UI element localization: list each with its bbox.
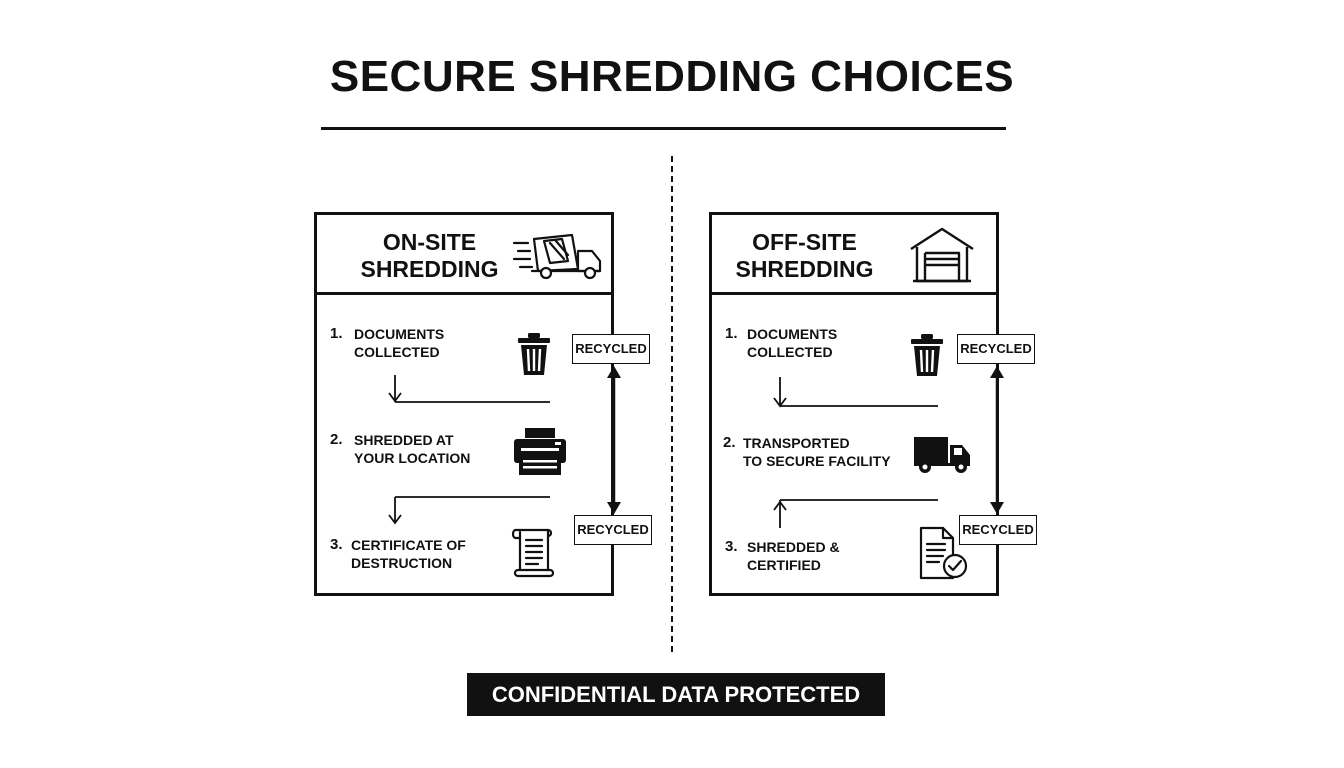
recycled-badge: RECYCLED	[959, 515, 1037, 545]
recycled-badge: RECYCLED	[574, 515, 652, 545]
onsite-panel-title: ON-SITE SHREDDING	[347, 229, 512, 283]
offsite-panel: OFF-SITE SHREDDING 1. DOCUMENTS COLLECTE…	[709, 212, 999, 596]
title-underline	[321, 127, 1006, 130]
shredding-truck-icon	[512, 231, 604, 281]
onsite-step-1-number: 1.	[330, 325, 343, 342]
offsite-panel-header: OFF-SITE SHREDDING	[712, 215, 996, 295]
onsite-step-1-line1: DOCUMENTS	[354, 326, 445, 342]
offsite-title-line1: OFF-SITE	[752, 229, 857, 255]
trash-bin-icon	[909, 333, 945, 377]
onsite-step-3: 3. CERTIFICATE OF DESTRUCTION	[330, 536, 490, 576]
offsite-step-3-line1: SHREDDED &	[747, 539, 840, 555]
shredder-icon	[511, 427, 569, 477]
onsite-step-2-number: 2.	[330, 431, 343, 448]
offsite-step-2-line1: TRANSPORTED	[743, 435, 850, 451]
onsite-title-line1: ON-SITE	[382, 229, 477, 255]
onsite-panel: ON-SITE SHREDDING 1. DOCUMENTS COLL	[314, 212, 614, 596]
onsite-step-2: 2. SHREDDED AT YOUR LOCATION	[330, 431, 490, 471]
offsite-step-3: 3. SHREDDED & CERTIFIED	[725, 538, 885, 578]
offsite-panel-title: OFF-SITE SHREDDING	[722, 229, 887, 283]
onsite-recycle-double-arrow	[607, 366, 621, 514]
offsite-step-1-line2: COLLECTED	[747, 344, 833, 360]
certificate-scroll-icon	[510, 526, 556, 578]
onsite-flow-connectors	[388, 375, 550, 525]
onsite-step-3-number: 3.	[330, 536, 343, 553]
offsite-step-1: 1. DOCUMENTS COLLECTED	[725, 325, 875, 365]
page-title: SECURE SHREDDING CHOICES	[329, 52, 1015, 101]
onsite-panel-header: ON-SITE SHREDDING	[317, 215, 611, 295]
onsite-step-3-line2: DESTRUCTION	[351, 555, 453, 571]
offsite-step-2-number: 2.	[723, 434, 736, 451]
offsite-step-3-line2: CERTIFIED	[747, 557, 821, 573]
onsite-step-2-line1: SHREDDED AT	[354, 432, 454, 448]
recycled-badge: RECYCLED	[572, 334, 650, 364]
offsite-step-1-number: 1.	[725, 325, 738, 342]
center-divider	[671, 156, 673, 652]
delivery-truck-icon	[913, 435, 971, 475]
onsite-step-1: 1. DOCUMENTS COLLECTED	[330, 325, 480, 365]
offsite-step-1-line1: DOCUMENTS	[747, 326, 838, 342]
onsite-step-1-line2: COLLECTED	[354, 344, 440, 360]
offsite-step-2-line2: TO SECURE FACILITY	[743, 453, 891, 469]
warehouse-icon	[909, 227, 975, 283]
footer-banner: CONFIDENTIAL DATA PROTECTED	[467, 673, 885, 716]
onsite-title-line2: SHREDDING	[360, 256, 499, 282]
trash-bin-icon	[516, 332, 552, 376]
onsite-step-2-line2: YOUR LOCATION	[354, 450, 471, 466]
offsite-flow-connectors	[773, 377, 938, 528]
offsite-title-line2: SHREDDING	[735, 256, 874, 282]
offsite-recycle-double-arrow	[990, 366, 1004, 514]
offsite-step-2: 2. TRANSPORTED TO SECURE FACILITY	[723, 434, 903, 474]
certified-document-icon	[919, 526, 969, 580]
offsite-step-3-number: 3.	[725, 538, 738, 555]
onsite-step-3-line1: CERTIFICATE OF	[351, 537, 466, 553]
recycled-badge: RECYCLED	[957, 334, 1035, 364]
